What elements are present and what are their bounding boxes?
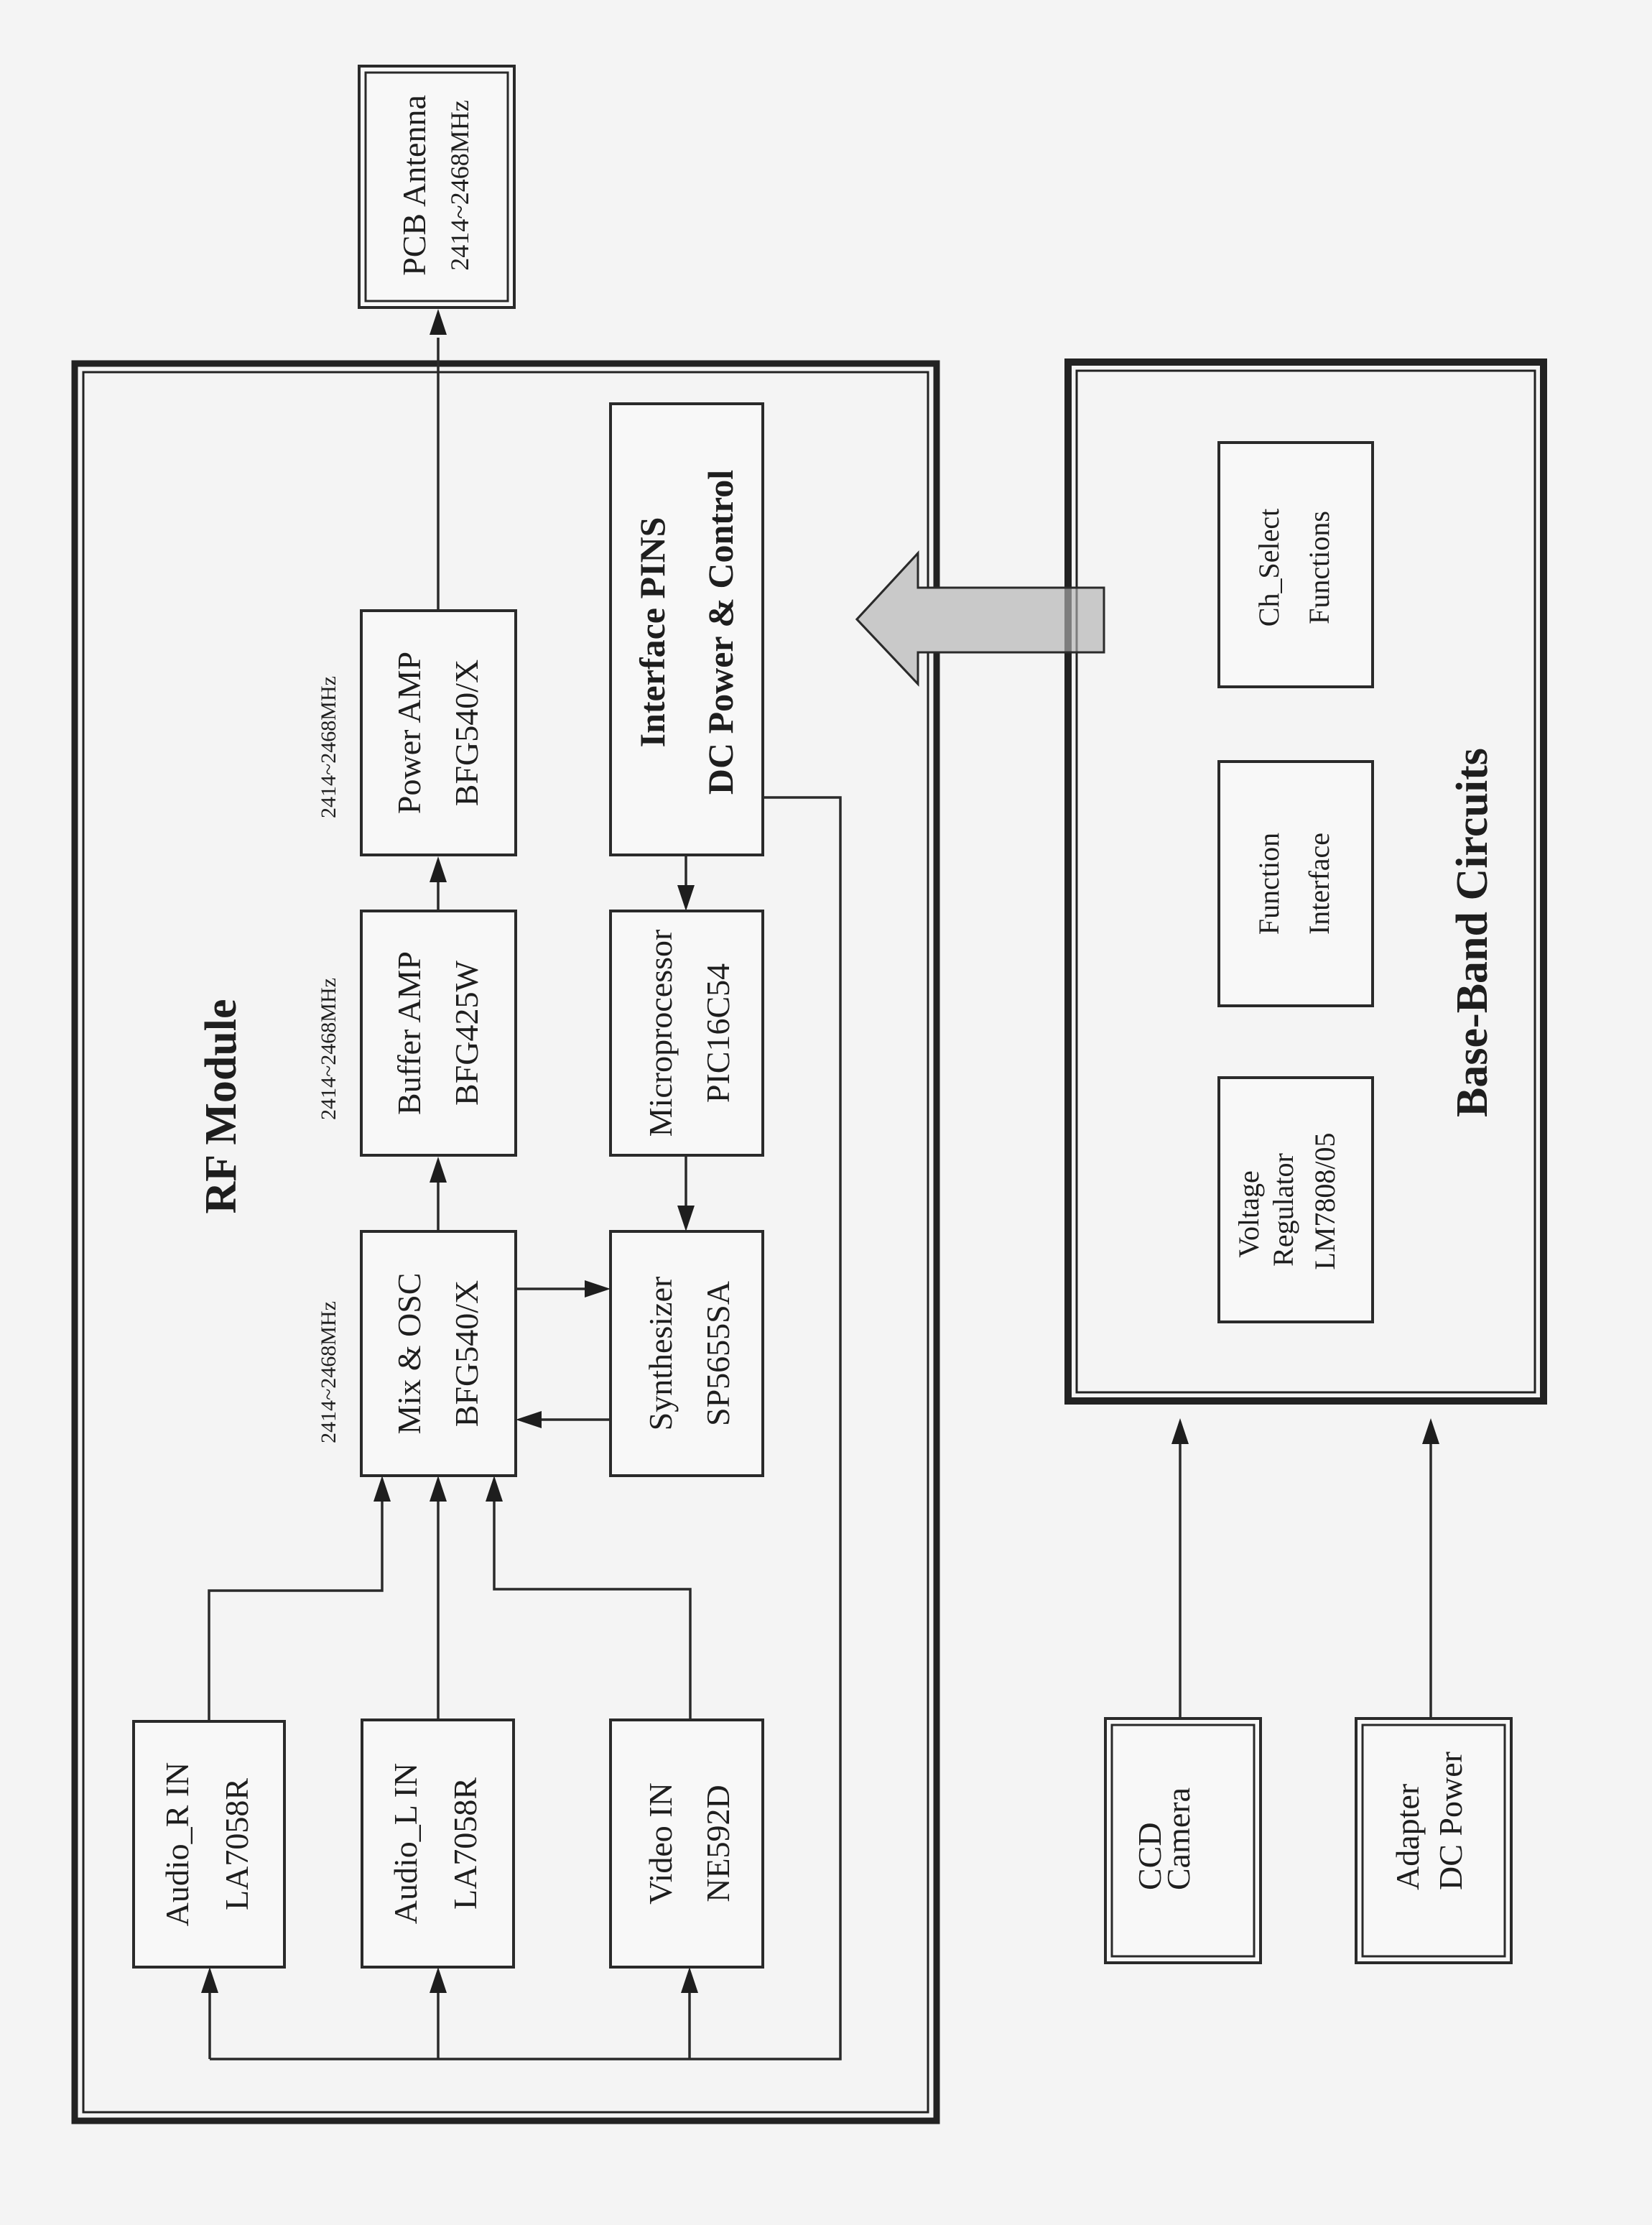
buffer-amp-block: Buffer AMP BFG425W	[360, 910, 517, 1157]
arrowhead-mix-in-1	[373, 1476, 391, 1502]
interface-pins-label: Interface PINS	[632, 517, 672, 748]
arrowhead-mcu	[677, 885, 695, 911]
adapter-label2: DC Power	[1432, 1752, 1469, 1890]
arrowhead-mix-in-2	[430, 1476, 447, 1502]
mix-osc-label: Mix & OSC	[391, 1273, 427, 1435]
mix-osc-block: Mix & OSC BFG540/X	[360, 1230, 517, 1477]
arrowhead-antenna	[430, 309, 447, 335]
synthesizer-block: Synthesizer SP5655SA	[609, 1230, 764, 1477]
rf-module-frame	[71, 360, 940, 2124]
arrowhead-mix-in-3	[486, 1476, 503, 1502]
audio-r-in-part: LA7058R	[218, 1778, 255, 1910]
arrowhead-audio-l	[430, 1967, 447, 1993]
microprocessor-part: PIC16C54	[700, 963, 736, 1103]
audio-l-in-block: Audio_L IN LA7058R	[361, 1719, 515, 1969]
audio-l-in-label: Audio_L IN	[387, 1763, 424, 1924]
video-in-part: NE592D	[700, 1785, 736, 1902]
power-amp-part: BFG540/X	[448, 660, 485, 806]
buffer-amp-frequency: 2414~2468MHz	[317, 978, 340, 1120]
power-amp-frequency: 2414~2468MHz	[317, 676, 340, 818]
video-in-block: Video IN NE592D	[609, 1719, 764, 1969]
arrowhead-adapter	[1422, 1418, 1439, 1444]
ccd-camera-label2: Camera	[1160, 1787, 1197, 1890]
buffer-amp-part: BFG425W	[448, 960, 485, 1105]
microprocessor-label: Microprocessor	[642, 930, 679, 1137]
ch-select-label1: Ch_Select	[1253, 509, 1285, 626]
power-amp-label: Power AMP	[391, 652, 427, 814]
ch-select-block: Ch_Select Functions	[1217, 441, 1374, 688]
audio-l-in-part: LA7058R	[447, 1777, 483, 1910]
rf-wiring	[201, 309, 842, 2060]
video-in-label: Video IN	[642, 1782, 679, 1905]
synthesizer-label: Synthesizer	[642, 1277, 679, 1431]
audio-r-in-label: Audio_R IN	[159, 1762, 195, 1927]
ccd-camera-block: CCD Camera	[1104, 1717, 1262, 1964]
rf-module-title: RF Module	[197, 999, 246, 1213]
wire-power-bus	[210, 796, 842, 2060]
ccd-camera-label1: CCD	[1131, 1822, 1168, 1890]
mix-osc-part: BFG540/X	[448, 1280, 485, 1427]
interface-pins-block: Interface PINS DC Power & Control	[609, 402, 764, 856]
voltage-regulator-label2: Regulator	[1267, 1153, 1299, 1267]
interface-pins-sublabel: DC Power & Control	[700, 470, 741, 795]
arrowhead-synth	[677, 1206, 695, 1231]
antenna-label: PCB Antenna	[396, 95, 432, 276]
voltage-regulator-label1: Voltage	[1233, 1170, 1265, 1257]
baseband-title: Base-Band Circuits	[1448, 748, 1497, 1117]
arrowhead-buffer	[430, 1157, 447, 1183]
function-interface-block: Function Interface	[1217, 760, 1374, 1007]
audio-r-in-block: Audio_R IN LA7058R	[132, 1720, 286, 1969]
control-bus-arrow-overlay	[855, 550, 1105, 687]
arrowhead-video	[681, 1967, 698, 1993]
adapter-label1: Adapter	[1389, 1784, 1426, 1890]
arrowhead-pa	[430, 856, 447, 882]
wire-audio-r-mix	[208, 1502, 384, 1721]
ch-select-label2: Functions	[1303, 511, 1335, 624]
pcb-antenna-block: PCB Antenna 2414~2468MHz	[358, 65, 516, 309]
voltage-regulator-block: Voltage Regulator LM7808/05	[1217, 1076, 1374, 1323]
baseband-frame	[1064, 359, 1547, 1405]
function-interface-label1: Function	[1253, 833, 1285, 935]
power-amp-block: Power AMP BFG540/X	[360, 609, 517, 856]
voltage-regulator-part: LM7808/05	[1309, 1132, 1341, 1269]
wire-video-mix	[493, 1502, 692, 1720]
arrowhead-mix-synth	[585, 1280, 611, 1297]
buffer-amp-label: Buffer AMP	[391, 951, 427, 1115]
arrowhead-synth-mix	[516, 1411, 542, 1428]
synthesizer-part: SP5655SA	[700, 1281, 736, 1426]
antenna-frequency: 2414~2468MHz	[445, 100, 474, 270]
arrowhead-audio-r	[201, 1967, 218, 1993]
adapter-dc-power-block: Adapter DC Power	[1355, 1717, 1513, 1964]
mix-osc-frequency: 2414~2468MHz	[317, 1301, 340, 1443]
microprocessor-block: Microprocessor PIC16C54	[609, 910, 764, 1157]
external-wiring	[1171, 1418, 1439, 1719]
arrowhead-ccd	[1171, 1418, 1189, 1444]
function-interface-label2: Interface	[1303, 833, 1335, 935]
